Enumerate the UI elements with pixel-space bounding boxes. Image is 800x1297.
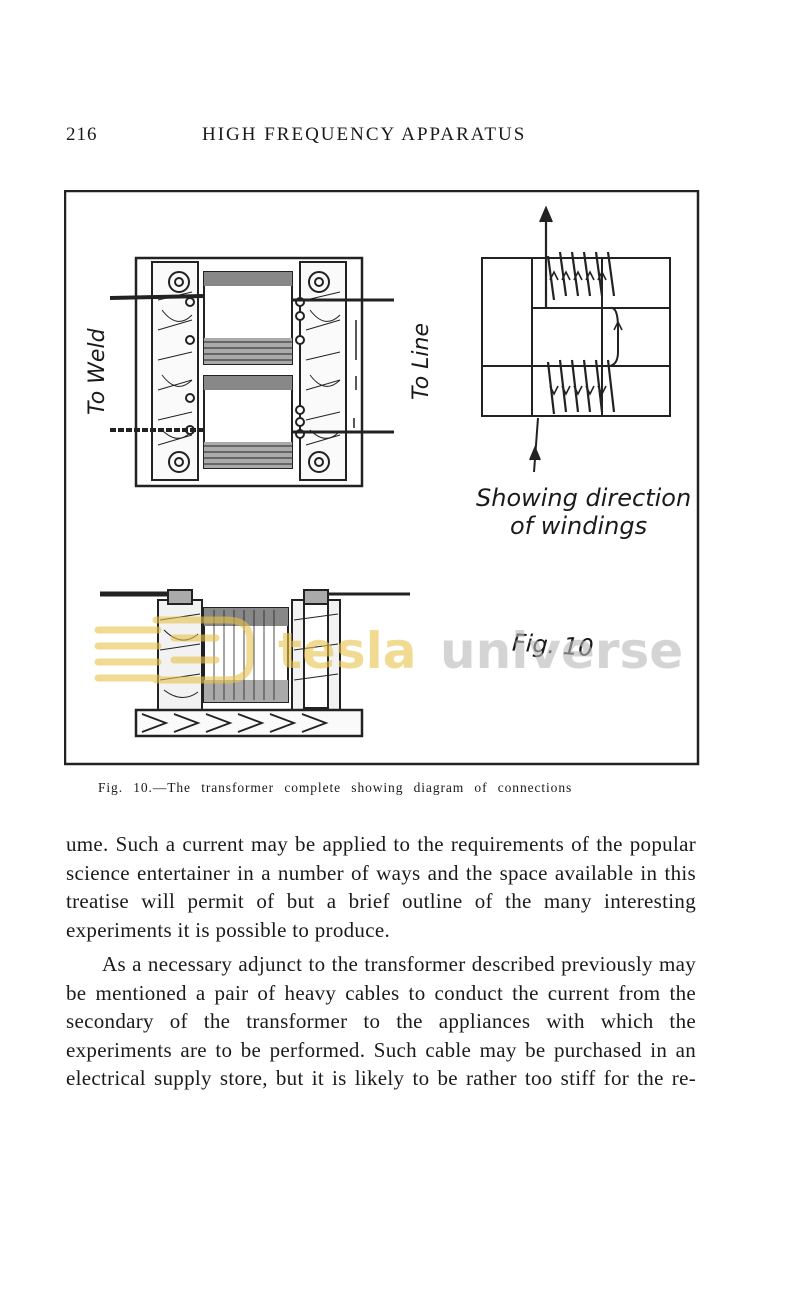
watermark-text-tesla: tesla bbox=[278, 622, 416, 680]
body-text: ume. Such a current may be applied to th… bbox=[66, 830, 696, 1093]
paragraph-1: ume. Such a current may be applied to th… bbox=[66, 832, 696, 942]
transformer-diagram: To Weld To Line bbox=[64, 190, 700, 766]
page-header: 216 HIGH FREQUENCY APPARATUS bbox=[66, 124, 706, 154]
running-title: HIGH FREQUENCY APPARATUS bbox=[202, 124, 527, 145]
label-windings-line2: of windings bbox=[510, 512, 647, 540]
transformer-top-view bbox=[109, 256, 394, 488]
figure-frame bbox=[64, 190, 700, 766]
watermark: tesla universe bbox=[94, 616, 683, 684]
figure-caption: Fig. 10.—The transformer complete showin… bbox=[98, 780, 573, 795]
watermark-text-universe: universe bbox=[440, 622, 683, 680]
watermark-logo-icon bbox=[94, 616, 254, 684]
figure-10: To Weld To Line bbox=[64, 190, 700, 766]
paragraph-2: As a necessary adjunct to the transforme… bbox=[66, 952, 696, 1090]
label-fig-10: Fig. 10 bbox=[511, 629, 594, 663]
windings-diagram bbox=[481, 205, 671, 473]
label-to-weld: To Weld bbox=[85, 327, 110, 415]
label-windings-line1: Showing direction bbox=[476, 484, 691, 512]
page-number: 216 bbox=[66, 124, 98, 145]
label-to-line: To Line bbox=[409, 323, 434, 400]
